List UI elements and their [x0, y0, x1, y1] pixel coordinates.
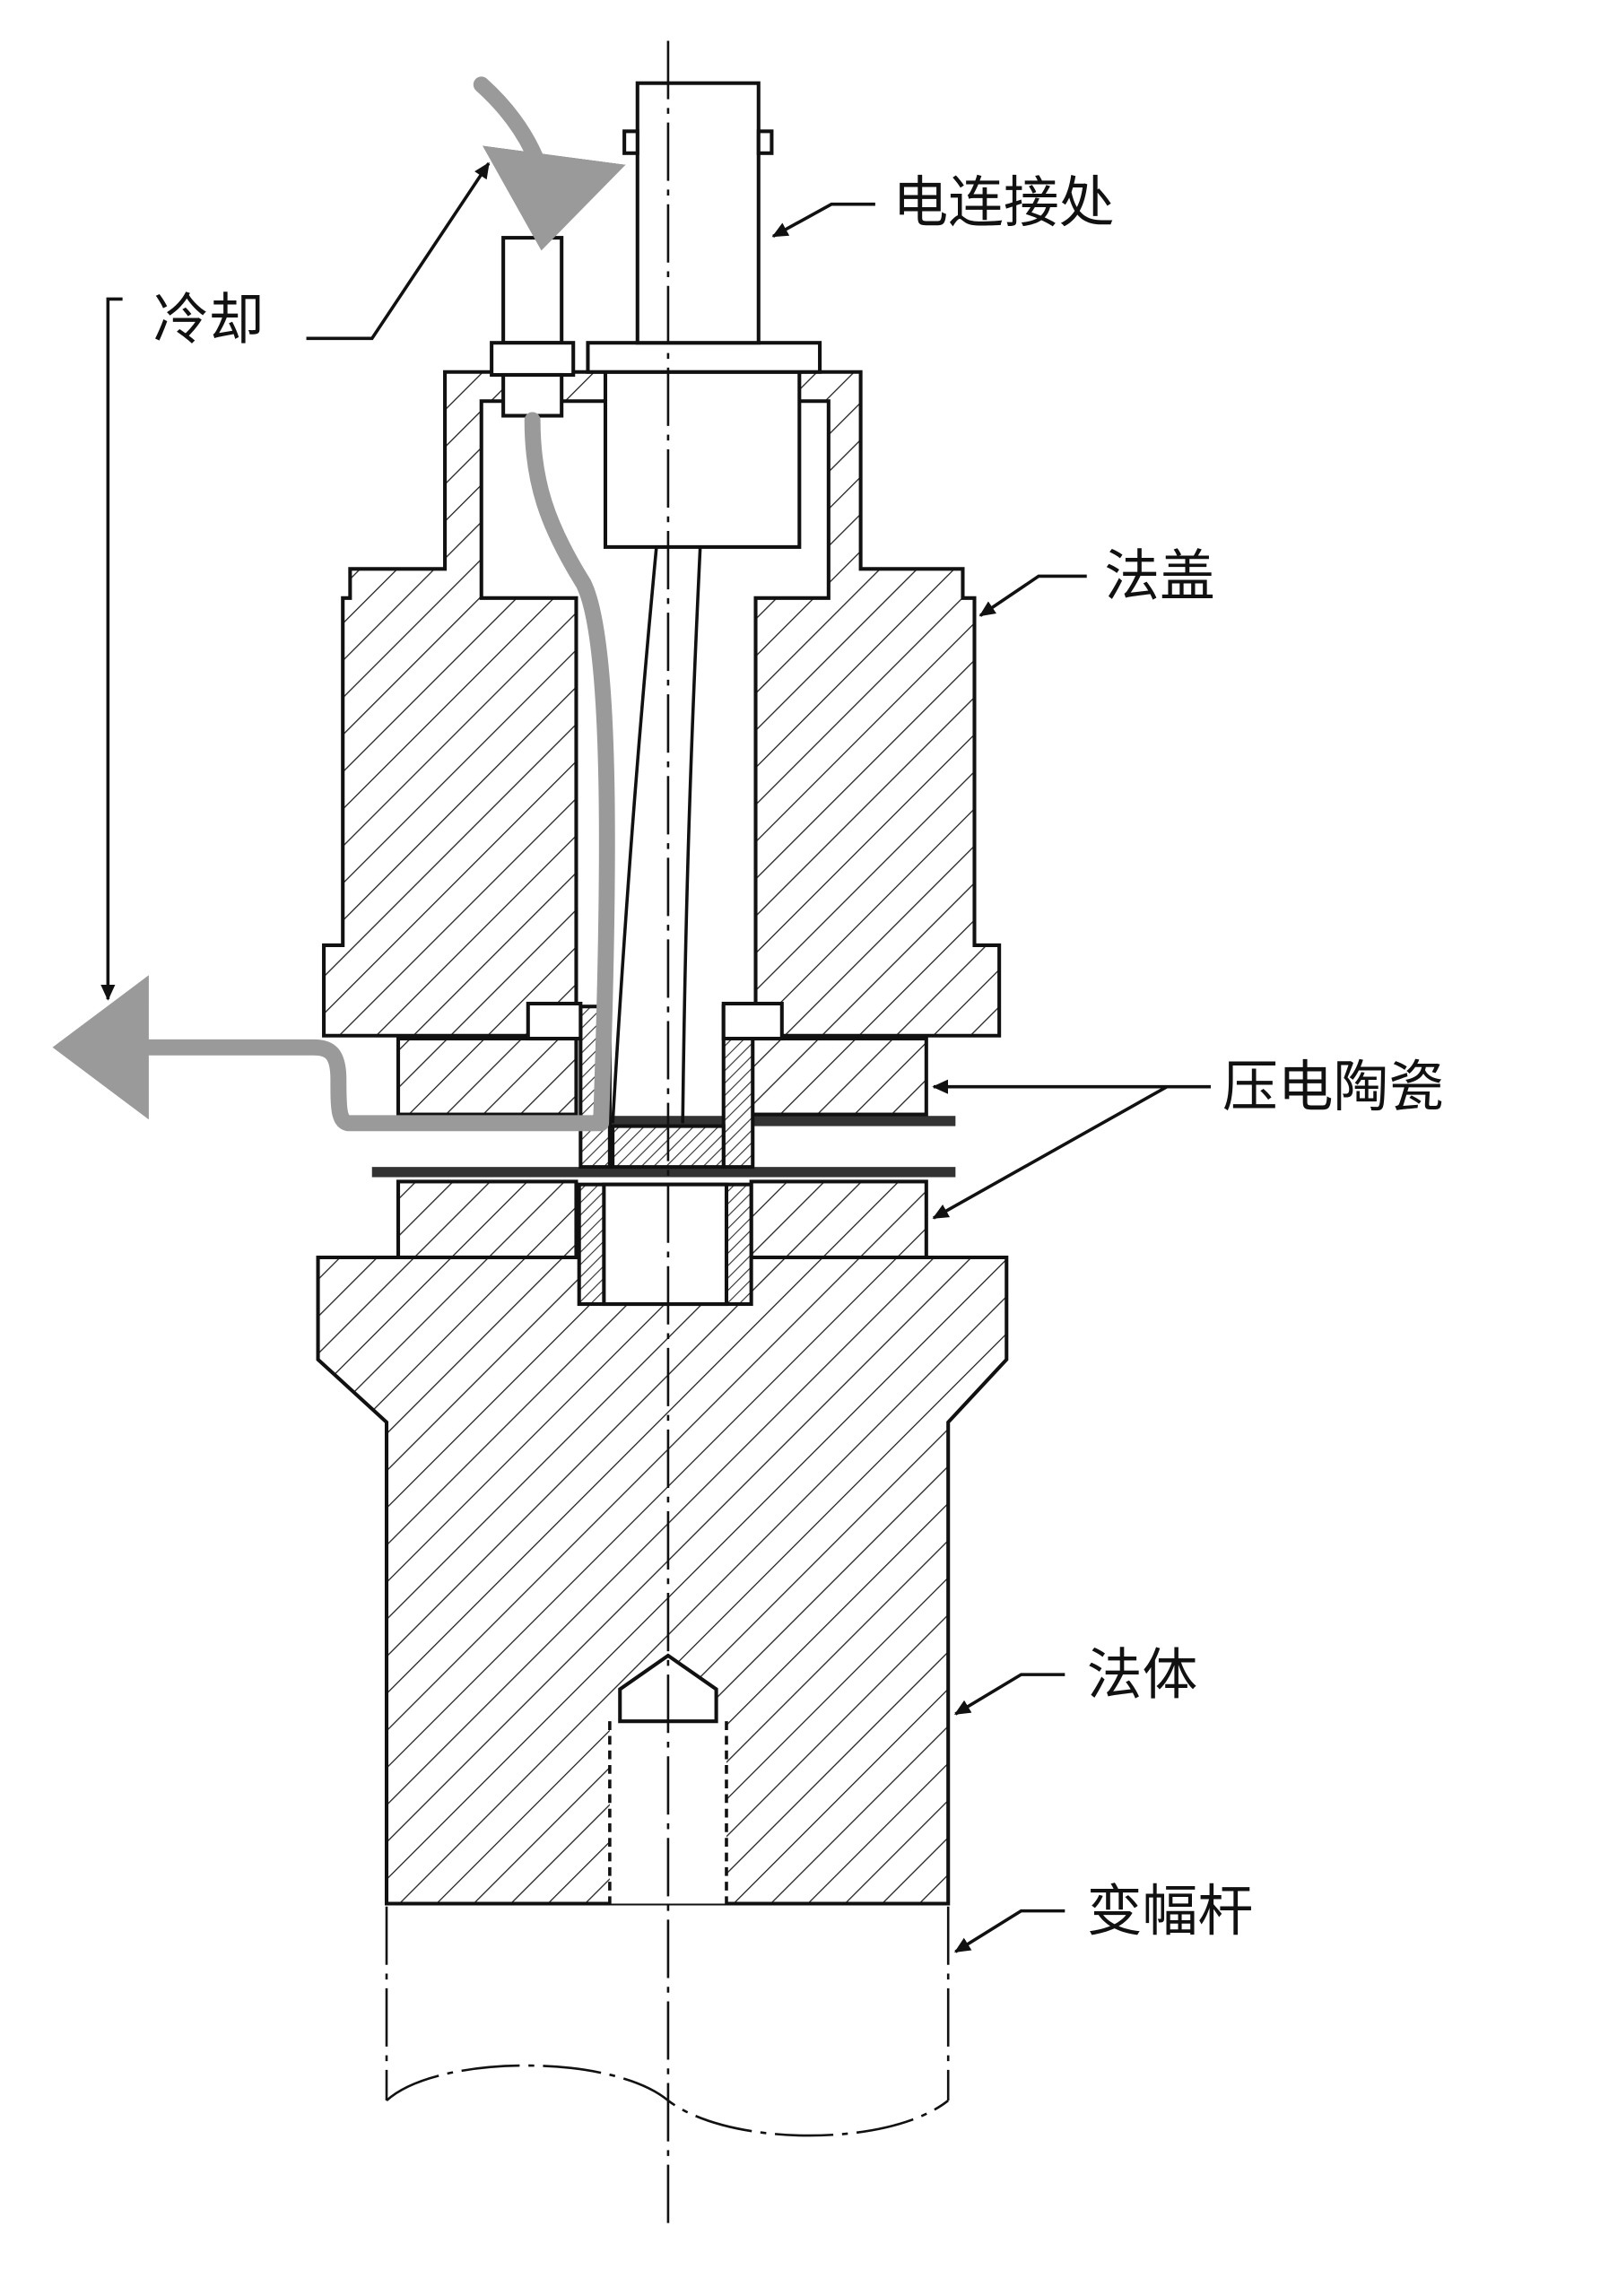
leader-piezo-lower — [932, 1085, 1169, 1220]
label-electrical-connection: 电连接处 — [892, 170, 1114, 235]
nut-left — [526, 1001, 583, 1041]
flange-body — [316, 1255, 1009, 1906]
leader-electrical-connection — [771, 202, 875, 239]
label-flange-body: 法体 — [1087, 1642, 1198, 1707]
piezo-ring-upper-right — [749, 1036, 928, 1117]
piezo-ring-upper-left — [396, 1036, 578, 1117]
leader-flange-body — [953, 1673, 1065, 1716]
coolant-pipe — [490, 236, 576, 418]
piezo-ring-lower-right — [749, 1179, 928, 1260]
coolant-flow-path — [52, 412, 615, 1132]
electrode-disk-lower — [371, 1167, 956, 1178]
electrode-disk-upper — [371, 1116, 956, 1126]
label-horn: 变幅杆 — [1087, 1879, 1253, 1944]
label-piezo-ceramic: 压电陶瓷 — [1222, 1055, 1444, 1119]
flange-cover — [322, 370, 1002, 1038]
label-flange-cover: 法盖 — [1104, 544, 1215, 609]
nut-right — [721, 1001, 784, 1041]
leader-cooling — [306, 161, 491, 341]
bore-lower — [602, 1182, 729, 1307]
leader-horn — [953, 1909, 1065, 1953]
label-cooling: 冷却 — [153, 287, 265, 352]
leader-flange-cover — [978, 574, 1087, 617]
piezo-ring-lower-left — [396, 1179, 578, 1260]
coolant-inflow-arrow — [473, 76, 626, 251]
cooling-range-arrow — [100, 297, 123, 1001]
electrical-connector — [586, 81, 822, 1124]
